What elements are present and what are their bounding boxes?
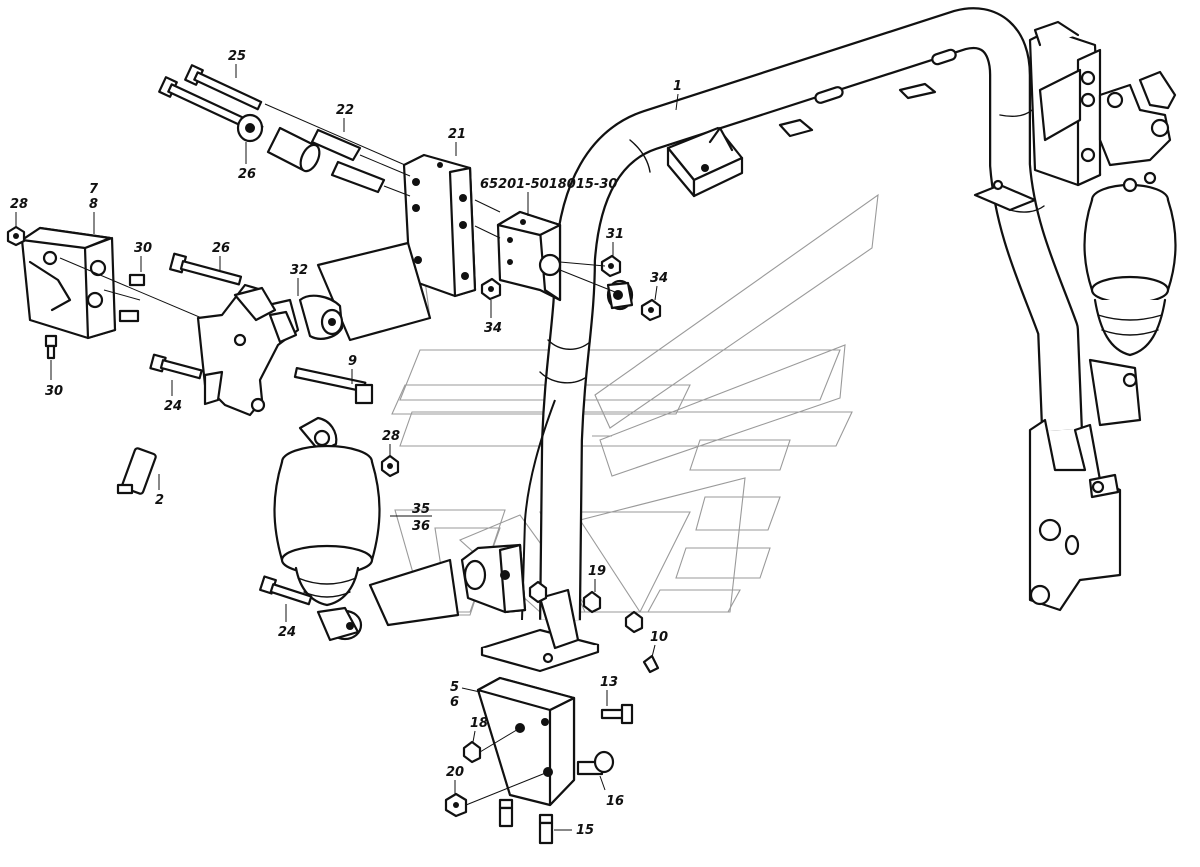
label-8: 8 <box>89 197 98 212</box>
label-31: 31 <box>606 227 624 242</box>
label-7: 7 <box>89 182 99 197</box>
bolt-30-right <box>118 273 146 323</box>
label-36: 36 <box>412 519 430 534</box>
label-28-left: 28 <box>10 197 28 212</box>
top-tube-bracket <box>666 126 744 198</box>
label-34-right: 34 <box>650 271 668 286</box>
nut-28-left <box>6 225 26 247</box>
nut-19b <box>624 610 644 634</box>
nut-34-left <box>480 277 502 301</box>
left-spring-base-plate <box>368 558 460 627</box>
label-16: 16 <box>606 794 624 809</box>
label-26-middle: 26 <box>212 241 230 256</box>
left-air-spring <box>273 416 460 642</box>
label-24-upper: 24 <box>164 399 182 414</box>
nut-28-middle <box>380 454 400 478</box>
callout-labels: 1 25 22 21 26 65201-5018015-30 28 7 8 30… <box>10 49 682 838</box>
label-15: 15 <box>576 823 594 838</box>
label-5: 5 <box>450 680 459 695</box>
nut-19 <box>582 590 602 614</box>
label-35: 35 <box>412 502 430 517</box>
label-9: 9 <box>348 354 357 369</box>
mount-plate <box>480 588 600 673</box>
label-20: 20 <box>446 765 464 780</box>
bracket-assembly-65201 <box>496 210 562 302</box>
nut-20 <box>444 792 468 818</box>
bolt-16 <box>576 750 615 776</box>
sensor-2 <box>116 447 157 495</box>
bolt-30-bottom <box>44 334 58 360</box>
label-19: 19 <box>588 564 606 579</box>
bolt-15-right <box>538 813 554 845</box>
label-18: 18 <box>470 716 488 731</box>
right-latch-mechanism <box>1098 70 1177 167</box>
label-24-lower: 24 <box>278 625 296 640</box>
pin-10 <box>642 654 660 674</box>
sleeve-22 <box>264 103 411 197</box>
frame-tube <box>521 7 1083 621</box>
label-6: 6 <box>450 695 459 710</box>
right-lower-bracket <box>1028 358 1142 612</box>
label-32: 32 <box>290 263 308 278</box>
nut-18 <box>462 740 482 764</box>
right-air-spring <box>1083 171 1177 357</box>
label-22: 22 <box>336 103 354 118</box>
bracket-35-36 <box>460 543 527 614</box>
right-upper-bracket <box>973 20 1102 212</box>
bolt-15-left <box>498 798 514 828</box>
nut-31 <box>600 254 622 278</box>
label-26-upper: 26 <box>238 167 256 182</box>
bolt-13 <box>600 703 634 725</box>
bolt-26-middle <box>169 252 243 286</box>
bushing-right <box>606 279 634 311</box>
bracket-5-6 <box>476 676 576 807</box>
label-13: 13 <box>600 675 618 690</box>
label-21: 21 <box>448 127 466 142</box>
label-assembly: 65201-5018015-30 <box>480 177 617 192</box>
bolt-24-lower <box>259 575 313 606</box>
latch-lever <box>233 286 277 322</box>
label-30-upper: 30 <box>134 241 152 256</box>
bushing-26-upper <box>236 113 264 143</box>
bolt-9 <box>293 366 374 405</box>
nut-near-bracket-35 <box>528 580 548 604</box>
label-28-middle: 28 <box>382 429 400 444</box>
label-34-left: 34 <box>484 321 502 336</box>
label-2: 2 <box>155 493 164 508</box>
left-bracket-7-8 <box>20 226 117 340</box>
bolt-25-lower <box>184 64 263 111</box>
bolt-24-upper <box>149 353 203 380</box>
label-1: 1 <box>673 79 682 94</box>
label-10: 10 <box>650 630 668 645</box>
label-25: 25 <box>228 49 246 64</box>
latch-32 <box>196 283 344 417</box>
nut-34-right <box>640 298 662 322</box>
label-30-lower: 30 <box>45 384 63 399</box>
